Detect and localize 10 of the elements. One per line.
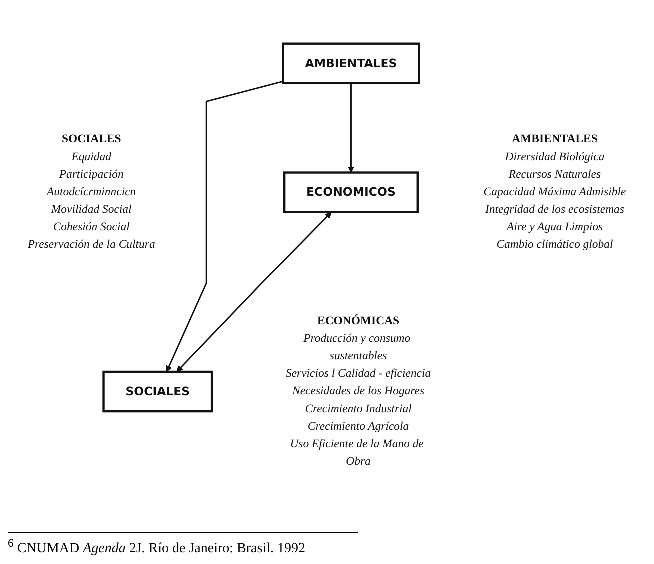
node-box: AMBIENTALES: [282, 42, 420, 84]
node-box: ECONOMICOS: [283, 171, 419, 214]
footnote: $^{6}$ CNUMAD Agenda 2J. Río de Janeiro: Brasil. 1992: [8, 532, 358, 558]
arrow: [166, 80, 284, 372]
node-text: ECONÓMICAS Producción y consumo sustentables Servicios l Calidad - eficiencia Necesidades de los Hogares Crecimiento Industrial Crecimiento Agrícola Uso Eficiente de la Mano de Obra: [286, 314, 432, 468]
arrow: [348, 83, 354, 173]
node-text: SOCIALES Equidad Participación Autodcícrminncicn Movilidad Social Cohesión Social Preservación de la Cultura: [28, 132, 156, 251]
node-text: AMBIENTALES Dirersidad Biológica Recursos Naturales Capacidad Máxima Admisible Integridad de los ecosistemas Aire y Agua Limpios Cambio climático global: [484, 132, 626, 251]
arrow: [176, 212, 332, 372]
node-box: SOCIALES: [102, 370, 214, 412]
